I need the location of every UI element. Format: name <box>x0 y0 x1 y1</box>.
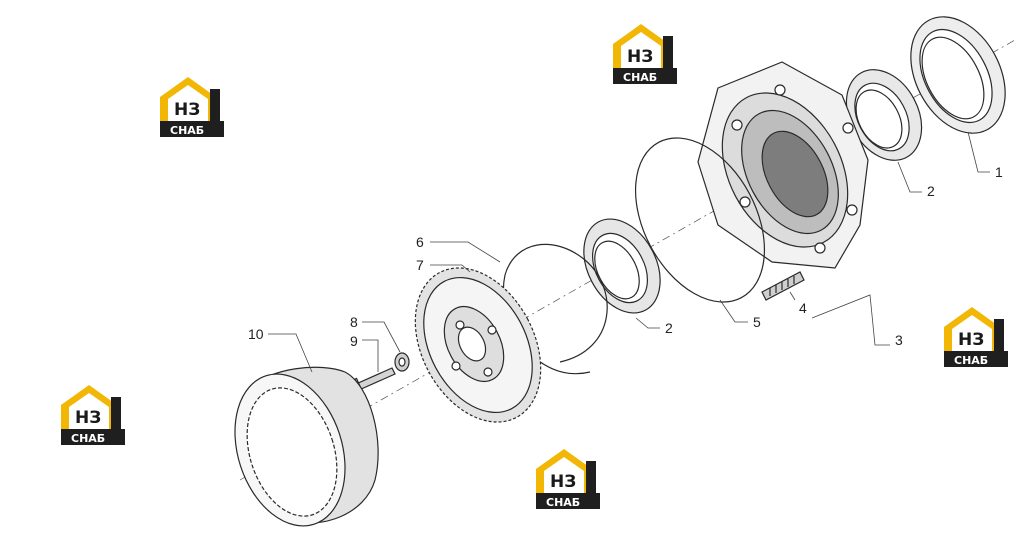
callout-4: 4 <box>799 300 807 316</box>
leader-2b <box>635 317 660 329</box>
callout-10: 10 <box>248 326 264 342</box>
leader-4 <box>789 291 796 301</box>
svg-text:СНАБ: СНАБ <box>170 124 204 137</box>
svg-text:НЗ: НЗ <box>75 408 101 428</box>
part-7-gear-carrier <box>414 267 542 423</box>
part-4-stud <box>761 271 805 301</box>
svg-text:НЗ: НЗ <box>550 472 576 492</box>
leader-2a <box>897 161 922 193</box>
leader-8 <box>362 321 401 353</box>
leader-1 <box>967 131 990 173</box>
svg-text:НЗ: НЗ <box>958 330 984 350</box>
callout-5: 5 <box>753 314 761 330</box>
leader-7 <box>430 264 471 273</box>
part-3-hub-housing <box>697 61 869 269</box>
svg-text:СНАБ: СНАБ <box>546 496 580 509</box>
svg-text:НЗ: НЗ <box>174 100 200 120</box>
callout-3: 3 <box>895 332 903 348</box>
leader-10 <box>268 333 313 373</box>
callout-2a: 2 <box>927 183 935 199</box>
leader-3 <box>811 294 890 346</box>
leader-5 <box>719 299 748 323</box>
watermark-logo: НЗ СНАБ <box>61 385 125 445</box>
callout-8: 8 <box>350 314 358 330</box>
part-2-bearing-upper <box>845 69 923 161</box>
watermark-logo: НЗ СНАБ <box>944 307 1008 367</box>
part-8-bushing <box>394 352 410 372</box>
callout-9: 9 <box>350 333 358 349</box>
callout-1: 1 <box>995 164 1003 180</box>
leader-6 <box>430 241 501 263</box>
callout-7: 7 <box>416 257 424 273</box>
svg-text:СНАБ: СНАБ <box>71 432 105 445</box>
part-10-ring-gear <box>234 366 379 527</box>
svg-text:СНАБ: СНАБ <box>954 354 988 367</box>
watermark-logo: НЗ СНАБ <box>160 77 224 137</box>
svg-text:НЗ: НЗ <box>627 47 653 67</box>
part-1-seal-ring <box>910 16 1006 134</box>
callout-6: 6 <box>416 234 424 250</box>
watermark-logo: НЗ СНАБ <box>536 449 600 509</box>
part-2-bearing-lower <box>583 218 661 314</box>
watermark-logo: НЗ СНАБ <box>613 24 677 84</box>
leader-9 <box>362 339 379 372</box>
callout-2b: 2 <box>665 320 673 336</box>
svg-text:СНАБ: СНАБ <box>623 71 657 84</box>
